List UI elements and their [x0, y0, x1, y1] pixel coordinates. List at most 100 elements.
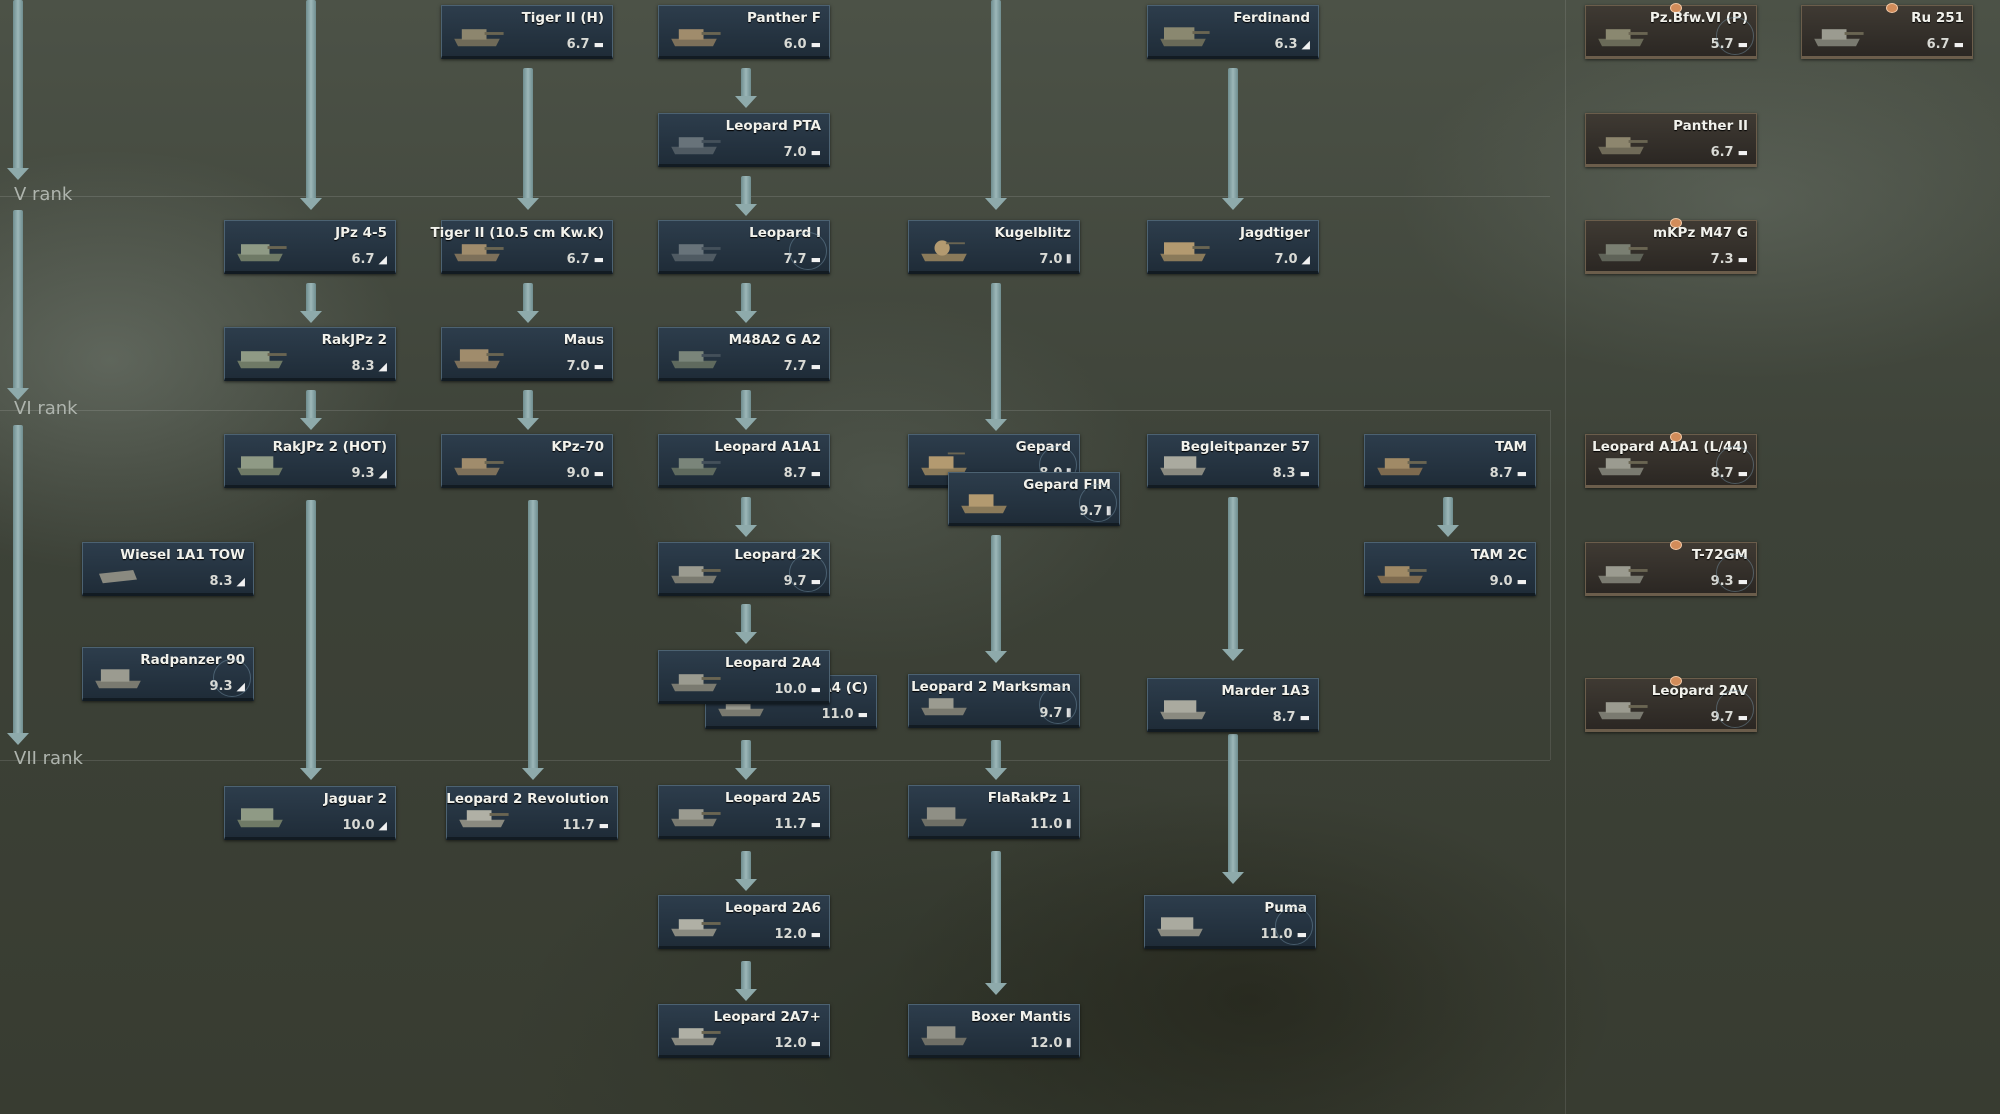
- column-divider: [1565, 0, 1566, 1114]
- spaa-icon: ⫴: [1066, 1037, 1071, 1050]
- vehicle-card[interactable]: Leopard 2A5 11.7▬: [658, 785, 830, 839]
- vehicle-card[interactable]: TAM 2C 9.0▬: [1364, 542, 1536, 596]
- battle-rating: 8.7: [1272, 710, 1296, 725]
- vehicle-card[interactable]: T-72GM 9.3▬: [1585, 540, 1757, 596]
- rank-arrow: [7, 425, 29, 745]
- vehicle-card[interactable]: Leopard PTA 7.0▬: [658, 113, 830, 167]
- battle-rating: 11.0: [821, 707, 854, 722]
- connector: [985, 740, 1007, 780]
- vehicle-card[interactable]: Leopard 2A7+ 12.0▬: [658, 1004, 830, 1058]
- tank-destroyer-icon: ◢: [1301, 38, 1310, 51]
- vehicle-card[interactable]: RakJPz 2 8.3◢: [224, 327, 396, 381]
- battle-rating: 6.7: [566, 252, 590, 267]
- vehicle-card[interactable]: Leopard 2A6 12.0▬: [658, 895, 830, 949]
- connector: [985, 535, 1007, 663]
- battle-rating: 12.0: [774, 1036, 807, 1051]
- tank-icon: [718, 699, 764, 717]
- vehicle-card[interactable]: Maus 7.0▬: [441, 327, 613, 381]
- tank-icon: [237, 244, 287, 262]
- tank-icon: [1377, 566, 1427, 584]
- tank-icon: [1160, 27, 1210, 47]
- heavy-tank-icon: ▬: [593, 38, 604, 51]
- tank-icon: [671, 919, 721, 937]
- vehicle-card[interactable]: Pz.Bfw.VI (P) 5.7▬: [1585, 3, 1757, 59]
- battle-rating: 6.7: [566, 37, 590, 52]
- vehicle-card[interactable]: Marder 1A3 8.7▬: [1147, 678, 1319, 732]
- vehicle-card[interactable]: mKPz M47 G 7.3▬: [1585, 218, 1757, 274]
- vehicle-card[interactable]: RakJPz 2 (HOT) 9.3◢: [224, 434, 396, 488]
- vehicle-card[interactable]: Kugelblitz 7.0⫴: [908, 220, 1080, 274]
- battle-rating: 8.3: [1272, 466, 1296, 481]
- battle-rating: 9.3: [351, 466, 375, 481]
- vehicle-name: Leopard A1A1 (L/44): [1592, 439, 1748, 455]
- vehicle-card[interactable]: Ferdinand 6.3◢: [1147, 5, 1319, 59]
- rank-divider: [0, 760, 1550, 761]
- vehicle-name: Jagdtiger: [1239, 225, 1310, 241]
- connector: [1222, 734, 1244, 884]
- vehicle-card[interactable]: Panther II 6.7▬: [1585, 113, 1757, 167]
- battle-rating: 11.7: [774, 817, 807, 832]
- vehicle-card[interactable]: Leopard A1A1 8.7▬: [658, 434, 830, 488]
- medium-tank-icon: ▬: [857, 708, 868, 721]
- rank-label: VII rank: [14, 748, 83, 769]
- medium-tank-icon: ▬: [1737, 146, 1748, 159]
- connector: [300, 390, 322, 430]
- tank-destroyer-icon: ◢: [378, 467, 387, 480]
- premium-marker-icon: [1670, 3, 1682, 13]
- vehicle-name: Ferdinand: [1233, 10, 1310, 26]
- vehicle-card[interactable]: Tiger II (H) 6.7▬: [441, 5, 613, 59]
- premium-marker-icon: [1670, 432, 1682, 442]
- vehicle-card[interactable]: Leopard I 7.7▬: [658, 220, 830, 274]
- medium-tank-icon: ▬: [1737, 253, 1748, 266]
- battle-rating: 7.0: [1039, 252, 1063, 267]
- battle-rating: 12.0: [774, 927, 807, 942]
- connector: [300, 0, 322, 210]
- tank-icon: [1598, 29, 1648, 47]
- vehicle-card[interactable]: Leopard 2A4 10.0▬: [658, 650, 830, 704]
- vehicle-card[interactable]: Tiger II (10.5 cm Kw.K) 6.7▬: [430, 220, 613, 274]
- research-ring-icon: [1275, 907, 1313, 945]
- vehicle-card[interactable]: Leopard 2 Revolution 11.7▬: [446, 786, 618, 840]
- battle-rating: 6.0: [783, 37, 807, 52]
- vehicle-card[interactable]: Gepard FIM 9.7⫴: [948, 472, 1120, 526]
- connector: [522, 500, 544, 780]
- rank-arrow: [7, 0, 29, 180]
- vehicle-card[interactable]: KPz-70 9.0▬: [441, 434, 613, 488]
- column-divider: [1550, 410, 1551, 760]
- vehicle-card[interactable]: Leopard 2 Marksman 9.7⫴: [908, 674, 1080, 728]
- tank-icon: [1598, 458, 1648, 476]
- vehicle-card[interactable]: Radpanzer 90 9.3◢: [82, 647, 254, 701]
- medium-tank-icon: ▬: [810, 928, 821, 941]
- vehicle-name: Leopard PTA: [725, 118, 821, 134]
- vehicle-card[interactable]: Ru 251 6.7▬: [1801, 3, 1973, 59]
- vehicle-name: FlaRakPz 1: [987, 790, 1071, 806]
- vehicle-card[interactable]: TAM 8.7▬: [1364, 434, 1536, 488]
- vehicle-card[interactable]: Puma 11.0▬: [1144, 895, 1316, 949]
- vehicle-card[interactable]: Wiesel 1A1 TOW 8.3◢: [82, 542, 254, 596]
- vehicle-card[interactable]: JPz 4-5 6.7◢: [224, 220, 396, 274]
- vehicle-card[interactable]: Begleitpanzer 57 8.3▬: [1147, 434, 1319, 488]
- vehicle-card[interactable]: Leopard A1A1 (L/44) 8.7▬: [1585, 432, 1757, 488]
- battle-rating: 9.0: [566, 466, 590, 481]
- battle-rating: 8.3: [351, 359, 375, 374]
- vehicle-card[interactable]: Jaguar 2 10.0◢: [224, 786, 396, 840]
- medium-tank-icon: ▬: [810, 683, 821, 696]
- vehicle-card[interactable]: M48A2 G A2 7.7▬: [658, 327, 830, 381]
- vehicle-card[interactable]: Leopard 2AV 9.7▬: [1585, 676, 1757, 732]
- vehicle-card[interactable]: Panther F 6.0▬: [658, 5, 830, 59]
- tank-icon: [95, 669, 141, 689]
- vehicle-card[interactable]: Boxer Mantis 12.0⫴: [908, 1004, 1080, 1058]
- heavy-tank-icon: ▬: [593, 253, 604, 266]
- connector: [1437, 497, 1459, 537]
- vehicle-card[interactable]: Leopard 2K 9.7▬: [658, 542, 830, 596]
- vehicle-card[interactable]: Jagdtiger 7.0◢: [1147, 220, 1319, 274]
- light-tank-icon: ▬: [1299, 467, 1310, 480]
- tank-icon: [671, 809, 721, 827]
- connector: [735, 283, 757, 323]
- premium-marker-icon: [1670, 676, 1682, 686]
- battle-rating: 6.3: [1274, 37, 1298, 52]
- vehicle-name: Begleitpanzer 57: [1180, 439, 1310, 455]
- tank-icon: [1160, 700, 1206, 720]
- vehicle-card[interactable]: FlaRakPz 1 11.0⫴: [908, 785, 1080, 839]
- battle-rating: 10.0: [342, 818, 375, 833]
